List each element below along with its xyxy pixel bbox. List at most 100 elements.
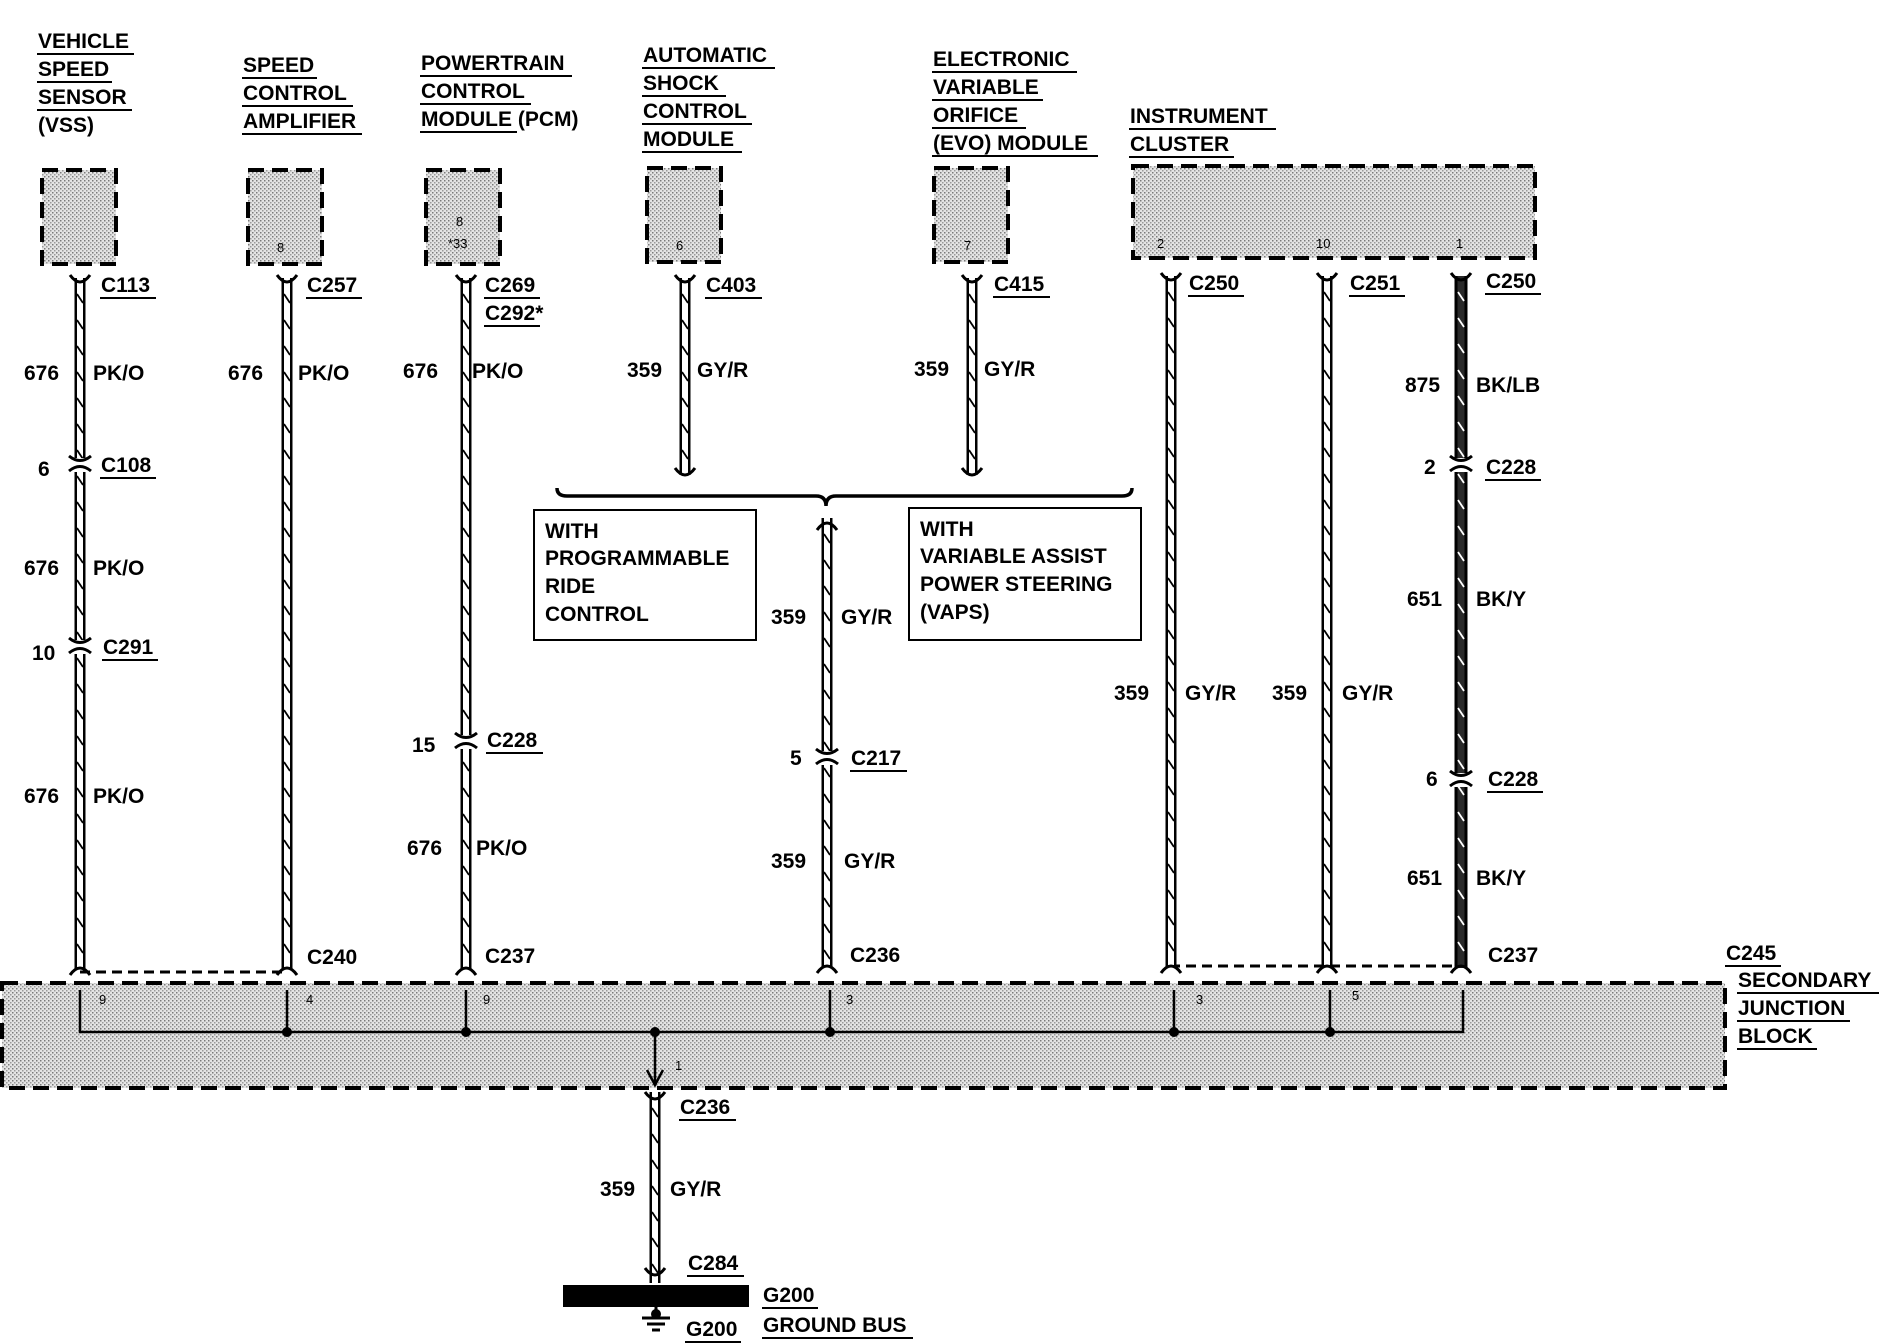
svg-text:676: 676 (403, 360, 438, 383)
inline-connector (815, 747, 839, 766)
pin-label: *33 (448, 236, 468, 251)
ground-bus-bar (563, 1285, 749, 1307)
connector-pin-end (815, 521, 839, 531)
connector-pin-end (275, 966, 299, 976)
svg-text:SPEED: SPEED (243, 54, 314, 77)
svg-text:SHOCK: SHOCK (643, 72, 719, 95)
connector-pin-end (673, 274, 697, 284)
jb-pin: 9 (483, 992, 490, 1007)
secondary-junction-block (0, 981, 1727, 1090)
connector-c269: C269 (485, 274, 535, 297)
svg-text:POWER STEERING: POWER STEERING (920, 573, 1113, 596)
svg-text:GY/R: GY/R (841, 606, 892, 629)
junction-internal-bus (78, 990, 1465, 1088)
svg-text:5: 5 (790, 747, 802, 770)
svg-text:PROGRAMMABLE: PROGRAMMABLE (545, 547, 729, 570)
svg-text:SPEED: SPEED (38, 58, 109, 81)
junction-block-label: C245 SECONDARY JUNCTION BLOCK (1725, 942, 1879, 1050)
wire-ascm (679, 278, 691, 475)
wire-pcm (460, 278, 472, 970)
connector-pin-end (643, 1091, 667, 1101)
svg-text:676: 676 (24, 362, 59, 385)
inline-connector (1449, 769, 1473, 788)
svg-text:GY/R: GY/R (1185, 682, 1236, 705)
svg-text:875: 875 (1405, 374, 1440, 397)
svg-text:GROUND BUS: GROUND BUS (763, 1314, 907, 1337)
connector-pin-end (1449, 964, 1473, 974)
svg-text:WITH: WITH (920, 518, 974, 541)
connector-pin-end (1315, 964, 1339, 974)
connector-pin-end (1315, 272, 1339, 282)
connector-c113: C113 (101, 274, 150, 297)
svg-text:BK/Y: BK/Y (1476, 867, 1526, 890)
connector-pin-end (1449, 272, 1473, 282)
svg-text:6: 6 (38, 458, 50, 481)
connector-c284: C284 (688, 1252, 739, 1275)
jb-pin: 1 (675, 1058, 682, 1073)
svg-text:651: 651 (1407, 588, 1442, 611)
option-brace (555, 487, 1134, 507)
connector-c251: C251 (1350, 272, 1401, 295)
svg-text:JUNCTION: JUNCTION (1738, 997, 1845, 1020)
svg-text:GY/R: GY/R (984, 358, 1035, 381)
svg-text:676: 676 (228, 362, 263, 385)
connector-c292: C292* (485, 302, 544, 325)
svg-text:CONTROL: CONTROL (545, 603, 649, 626)
connector-pin-end (1159, 272, 1183, 282)
prog-ride-note: WITH PROGRAMMABLE RIDE CONTROL (533, 509, 757, 641)
svg-text:PK/O: PK/O (472, 360, 523, 383)
svg-text:BK/Y: BK/Y (1476, 588, 1526, 611)
connector-pin-end (673, 467, 697, 477)
svg-text:MODULE (PCM): MODULE (PCM) (421, 108, 578, 131)
cluster-box (1131, 164, 1537, 260)
svg-text:359: 359 (1114, 682, 1149, 705)
connector-labels: C113 C108 C291 C257 C240 C269 C292* C228… (100, 270, 1543, 1277)
svg-text:G200: G200 (763, 1284, 814, 1307)
junction-splice-dots (282, 1027, 1335, 1037)
connector-pin-end (454, 966, 478, 976)
svg-text:359: 359 (1272, 682, 1307, 705)
connector-c108: C108 (101, 454, 152, 477)
connector-c291: C291 (103, 636, 154, 659)
svg-text:G200: G200 (686, 1318, 737, 1341)
pin-label: 7 (964, 238, 971, 253)
jb-pin: 9 (99, 992, 106, 1007)
connector-c250-b: C250 (1486, 270, 1536, 293)
evo-box (932, 166, 1010, 264)
speed-amp-box (246, 168, 324, 266)
svg-text:CONTROL: CONTROL (421, 80, 525, 103)
svg-text:6: 6 (1426, 768, 1438, 791)
connector-pin-end (1159, 964, 1183, 974)
pcm-box (424, 168, 502, 266)
svg-text:PK/O: PK/O (93, 785, 144, 808)
pcm-heading: POWERTRAIN CONTROL MODULE (PCM) (420, 52, 578, 133)
connector-pin-end (275, 274, 299, 284)
inline-pin-numbers: 6 10 15 5 2 6 (32, 456, 1438, 791)
svg-text:CONTROL: CONTROL (643, 100, 747, 123)
svg-text:676: 676 (24, 557, 59, 580)
svg-text:AUTOMATIC: AUTOMATIC (643, 44, 767, 67)
vaps-note: WITH VARIABLE ASSIST POWER STEERING (VAP… (908, 507, 1142, 641)
inline-connector (68, 636, 92, 655)
svg-text:PK/O: PK/O (298, 362, 349, 385)
wire-cluster-1 (1454, 276, 1468, 968)
svg-text:359: 359 (771, 606, 806, 629)
svg-text:C245: C245 (1726, 942, 1777, 965)
connector-c228-top: C228 (1486, 456, 1537, 479)
svg-text:WITH: WITH (545, 520, 599, 543)
pin-label: 8 (456, 214, 463, 229)
svg-text:CONTROL: CONTROL (243, 82, 347, 105)
svg-text:676: 676 (407, 837, 442, 860)
connector-c228-bot: C228 (1488, 768, 1539, 791)
speed-amp-heading: SPEED CONTROL AMPLIFIER (242, 54, 362, 135)
svg-text:359: 359 (914, 358, 949, 381)
svg-text:CLUSTER: CLUSTER (1130, 133, 1229, 156)
pin-label: 6 (676, 238, 683, 253)
connector-c403: C403 (706, 274, 756, 297)
svg-text:POWERTRAIN: POWERTRAIN (421, 52, 565, 75)
jb-pin: 3 (846, 992, 853, 1007)
vss-box (40, 168, 118, 266)
wire-combined (821, 518, 833, 968)
svg-text:ELECTRONIC: ELECTRONIC (933, 48, 1070, 71)
